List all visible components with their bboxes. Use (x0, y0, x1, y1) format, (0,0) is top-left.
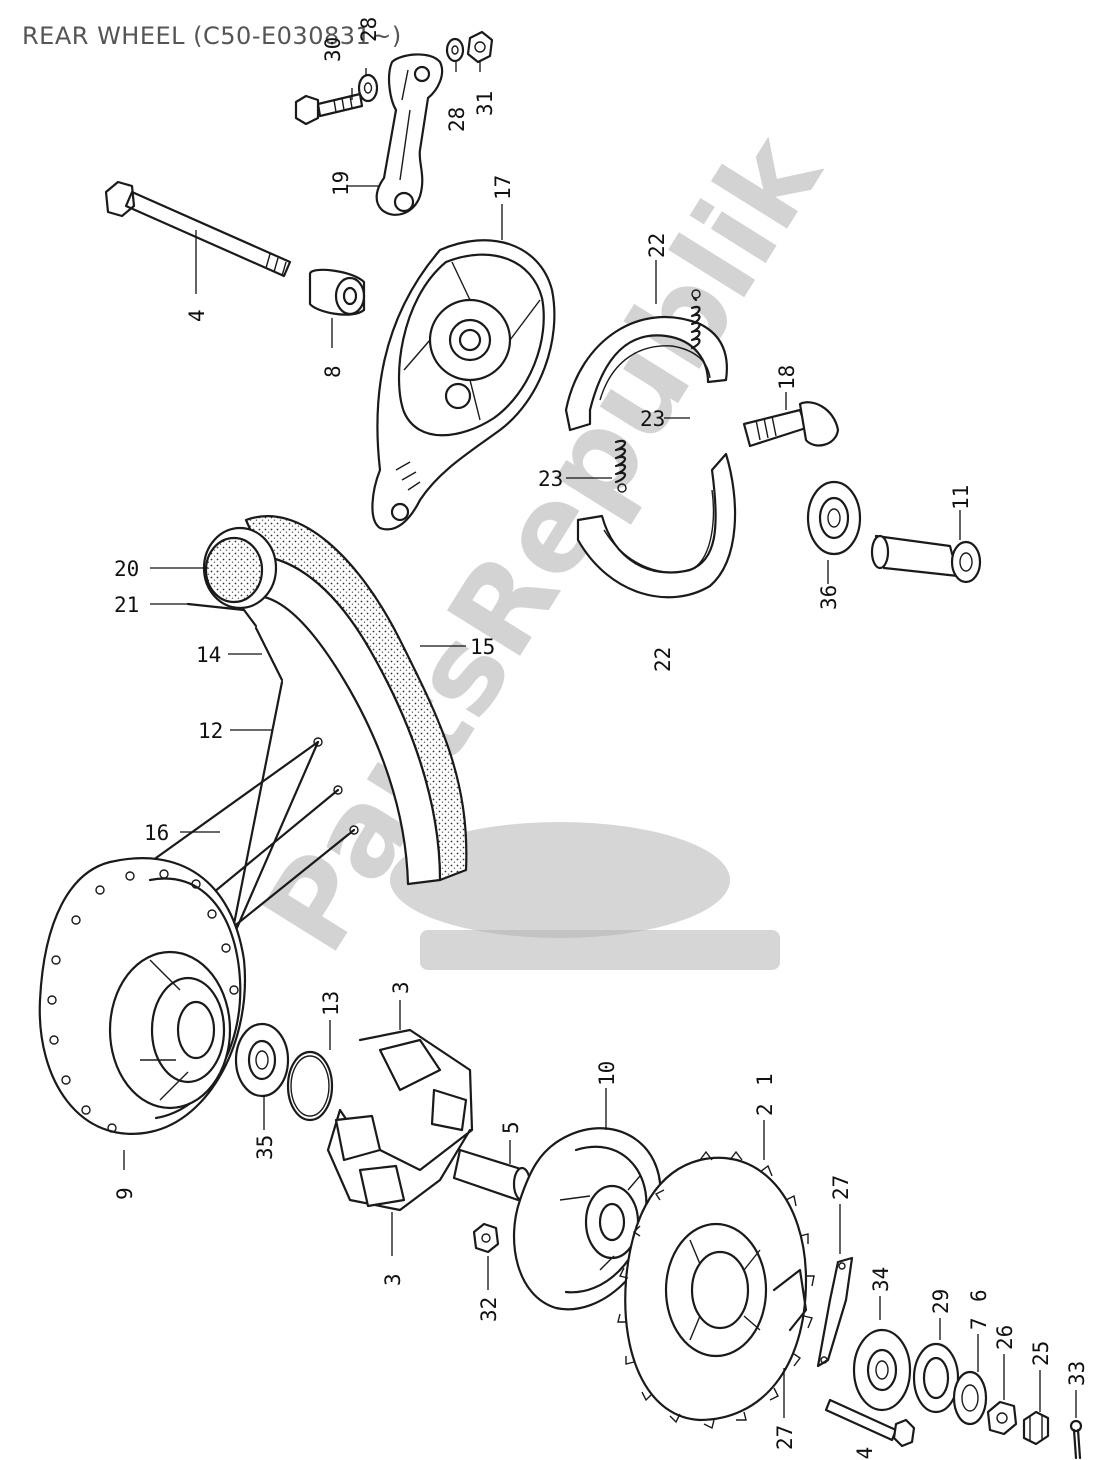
callout-14: 14 (196, 643, 221, 667)
part-10-final-driven-flange (512, 1127, 662, 1311)
callout-28-right: 28 (445, 107, 469, 132)
callout-31: 31 (473, 91, 497, 116)
callout-8: 8 (321, 365, 345, 378)
part-20-tube-valve-cap (202, 526, 278, 610)
part-36-bearing (806, 480, 862, 556)
callout-17: 17 (491, 175, 515, 200)
callout-35: 35 (253, 1135, 277, 1160)
part-28-washer-right (445, 37, 465, 63)
callout-16: 16 (144, 821, 169, 845)
callout-34: 34 (869, 1267, 893, 1292)
part-33-cotter-pin (1069, 1419, 1083, 1460)
part-32-nut (472, 1222, 500, 1254)
callout-3-bottom: 3 (381, 1273, 405, 1286)
callout-22-top: 22 (645, 233, 669, 258)
part-31-nut (466, 30, 494, 64)
callout-labels: 30 28 28 31 19 4 8 17 22 22 23 23 18 11 … (113, 17, 1089, 1460)
part-27-lock-plate (816, 1256, 854, 1368)
part-11-collar (870, 534, 982, 584)
part-5-shaft (452, 1148, 532, 1202)
callout-24: 24 (853, 1447, 877, 1460)
part-3-damper-rubber-set (326, 1028, 474, 1212)
callout-12: 12 (198, 719, 223, 743)
part-30-bolt (294, 92, 364, 126)
page-title: REAR WHEEL (C50-E030831~) (22, 22, 402, 50)
part-9-wheel-hub (38, 857, 247, 1135)
part-22-brake-shoe-upper (564, 315, 728, 432)
callout-28-top: 28 (357, 17, 381, 42)
part-6-7-collar (952, 1370, 988, 1426)
callout-13: 13 (319, 991, 343, 1016)
part-14-valve (254, 626, 284, 682)
callout-1: 1 (753, 1073, 777, 1086)
callout-18: 18 (775, 365, 799, 390)
callout-36: 36 (817, 585, 841, 610)
callout-5: 5 (499, 1121, 523, 1134)
callout-22-bottom: 22 (651, 647, 675, 672)
callout-26: 26 (993, 1325, 1017, 1350)
part-8-spacer (308, 268, 366, 316)
callout-15: 15 (470, 635, 495, 659)
part-18-brake-cam (742, 401, 840, 448)
part-28-washer-left (357, 73, 379, 103)
callout-3-top: 3 (389, 981, 413, 994)
part-24-bolt (824, 1398, 916, 1448)
part-19-torque-arm (375, 53, 444, 216)
callout-4: 4 (185, 309, 209, 322)
callout-23-left: 23 (538, 467, 563, 491)
part-23-spring-left (614, 439, 627, 493)
callout-30: 30 (321, 37, 345, 62)
callout-29: 29 (929, 1289, 953, 1314)
callout-19: 19 (329, 171, 353, 196)
part-12-spoke-outer (232, 680, 320, 932)
callout-11: 11 (949, 485, 973, 510)
part-22-brake-shoe-lower (576, 452, 737, 599)
callout-21: 21 (114, 593, 139, 617)
callout-33: 33 (1065, 1361, 1089, 1386)
part-17-brake-panel (371, 239, 556, 531)
callout-25: 25 (1029, 1341, 1053, 1366)
callout-2: 2 (753, 1103, 777, 1116)
part-25-castle-nut (1022, 1410, 1050, 1446)
part-1-2-sprocket (617, 1150, 815, 1430)
part-35-bearing (234, 1022, 290, 1098)
callout-27-top: 27 (829, 1175, 853, 1200)
callout-20: 20 (114, 557, 139, 581)
part-21-rim-band (186, 602, 258, 628)
callout-32: 32 (477, 1297, 501, 1322)
part-13-o-ring (286, 1050, 334, 1122)
callout-9: 9 (113, 1187, 137, 1200)
part-34-bearing (852, 1328, 912, 1412)
callout-27-bottom: 27 (773, 1425, 797, 1450)
callout-6: 6 (967, 1289, 991, 1302)
part-26-nut (986, 1400, 1018, 1436)
part-4-axle (104, 180, 292, 278)
callout-10: 10 (595, 1061, 619, 1086)
leader-lines (123, 60, 1077, 1418)
callout-23-right: 23 (640, 407, 665, 431)
part-29-oil-seal (912, 1342, 960, 1414)
part-23-spring-right (690, 289, 701, 350)
callout-7: 7 (967, 1317, 991, 1330)
